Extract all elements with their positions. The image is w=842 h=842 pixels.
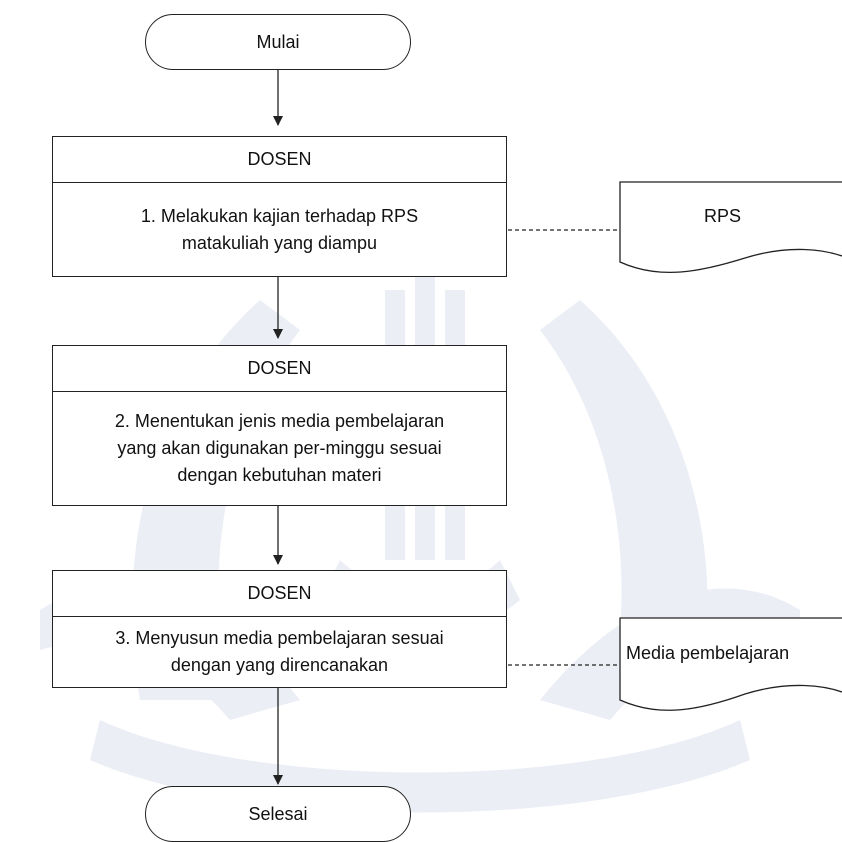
process-step-3: DOSEN 3. Menyusun media pembelajaran ses… bbox=[52, 570, 507, 688]
process-step-1: DOSEN 1. Melakukan kajian terhadap RPS m… bbox=[52, 136, 507, 277]
step-1-line-2: matakuliah yang diampu bbox=[181, 232, 378, 253]
end-label: Selesai bbox=[248, 803, 308, 824]
step-1-text: 1. Melakukan kajian terhadap RPS matakul… bbox=[53, 183, 506, 276]
step-1-line-1: 1. Melakukan kajian terhadap RPS bbox=[140, 205, 419, 226]
step-2-line-3: dengan kebutuhan materi bbox=[177, 465, 382, 485]
document-shape-rps bbox=[619, 181, 842, 274]
step-2-role: DOSEN bbox=[53, 346, 506, 392]
step-2-text: 2. Menentukan jenis media pembelajaran y… bbox=[53, 392, 506, 505]
step-3-line-2: dengan yang direncanakan bbox=[170, 655, 389, 675]
step-2-line-1: 2. Menentukan jenis media pembelajaran bbox=[114, 411, 445, 431]
step-3-line-1: 3. Menyusun media pembelajaran sesuai bbox=[115, 628, 444, 648]
end-terminal: Selesai bbox=[145, 786, 411, 842]
start-terminal: Mulai bbox=[145, 14, 411, 70]
step-3-text: 3. Menyusun media pembelajaran sesuai de… bbox=[53, 617, 506, 687]
document-label-rps: RPS bbox=[704, 206, 742, 226]
step-1-role: DOSEN bbox=[53, 137, 506, 183]
start-label: Mulai bbox=[256, 31, 300, 52]
process-step-2: DOSEN 2. Menentukan jenis media pembelaj… bbox=[52, 345, 507, 506]
step-2-line-2: yang akan digunakan per-minggu sesuai bbox=[117, 438, 442, 458]
step-3-role: DOSEN bbox=[53, 571, 506, 617]
document-label-media: Media pembelajaran bbox=[626, 643, 790, 663]
document-shape-media bbox=[619, 617, 842, 711]
